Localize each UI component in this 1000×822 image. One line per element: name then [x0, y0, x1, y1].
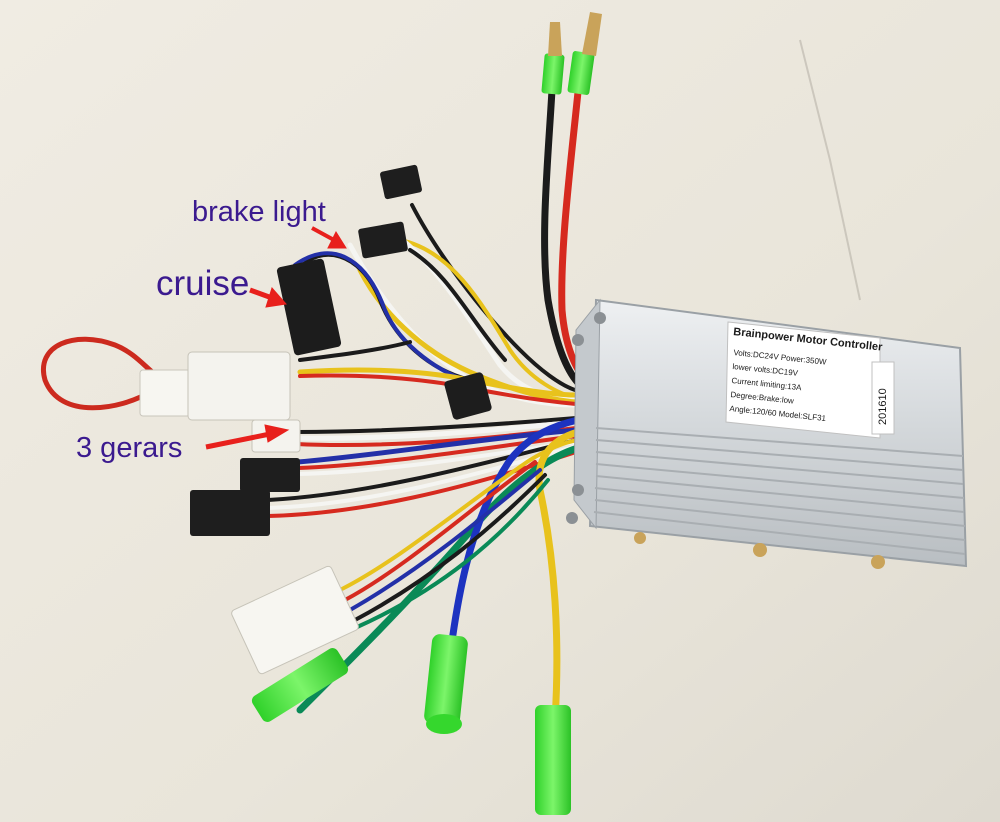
connector-top-small — [380, 164, 422, 200]
motor-controller — [566, 298, 968, 569]
annotation-brake-light: brake light — [192, 196, 326, 228]
arrowhead-gears — [264, 424, 290, 443]
annotation-3-gears: 3 gerars — [76, 432, 183, 464]
power-terminal-red — [567, 12, 602, 95]
connector-black-4pin — [190, 490, 270, 536]
arrowhead-cruise — [265, 287, 287, 308]
connector-cruise — [276, 258, 342, 356]
connector-white-main — [187, 351, 291, 421]
connector-white-lower — [231, 565, 359, 675]
arrow-brake-light — [311, 226, 335, 242]
controller-label-batch: 201610 — [877, 388, 889, 425]
wire-bundle — [266, 86, 592, 724]
connector-white-left — [139, 369, 191, 417]
surface-crease — [799, 39, 861, 301]
arrowhead-brake-light — [327, 230, 347, 249]
connector-brake-light — [358, 221, 408, 259]
connector-black-3pin — [240, 458, 300, 492]
power-terminal-black — [541, 22, 565, 95]
phase-terminal-green — [251, 648, 349, 722]
arrow-gears — [205, 431, 271, 450]
annotation-cruise: cruise — [156, 264, 250, 303]
red-loop-wire — [41, 336, 166, 411]
annotation-arrows — [205, 226, 347, 450]
arrow-cruise — [249, 287, 273, 301]
phase-terminal-blue — [424, 634, 468, 734]
connector-mid-black — [444, 372, 492, 420]
phase-terminal-yellow — [535, 705, 571, 815]
